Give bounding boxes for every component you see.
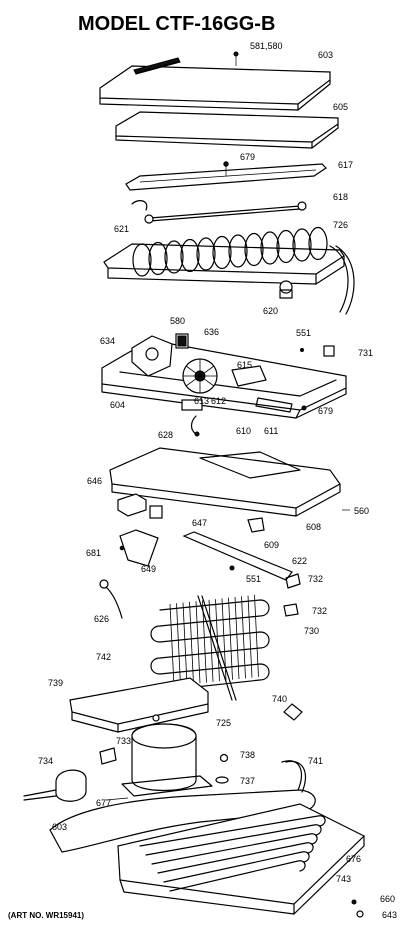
callout-737: 737 (240, 776, 255, 786)
callout-646: 646 (87, 476, 102, 486)
callout-742: 742 (96, 652, 111, 662)
callout-636: 636 (204, 327, 219, 337)
callout-739: 739 (48, 678, 63, 688)
base-coil-tube (139, 815, 326, 847)
coil-loop (228, 234, 248, 268)
callout-labels: 581,580 603 605 679 617 618 621 726 620 … (38, 41, 397, 920)
coil-loop (212, 235, 232, 270)
callout-726: 726 (333, 220, 348, 230)
condenser-fin (176, 603, 181, 686)
callout-730: 730 (304, 626, 319, 636)
coil-loop (180, 238, 200, 273)
base-coil-tube (163, 851, 310, 883)
base-coil-tube (169, 860, 306, 892)
condenser-fin (169, 603, 175, 687)
callout-740: 740 (272, 694, 287, 704)
condenser-fin (241, 596, 246, 679)
callout-608: 608 (306, 522, 321, 532)
support-rail (125, 161, 327, 191)
coil-loop (148, 241, 168, 276)
callout-679: 679 (318, 406, 333, 416)
condenser-fin (195, 601, 201, 684)
callout-621: 621 (114, 224, 129, 234)
callout-626: 626 (94, 614, 109, 624)
coil-loop (260, 231, 280, 265)
callout-679-top: 679 (240, 152, 255, 162)
callout-725: 725 (216, 718, 231, 728)
callout-617: 617 (338, 160, 353, 170)
callout-647: 647 (192, 518, 207, 528)
coil-loop (292, 228, 312, 262)
callout-620: 620 (263, 306, 278, 316)
callout-611: 611 (264, 426, 278, 436)
callout-733: 733 (116, 736, 131, 746)
condenser-fin (228, 597, 233, 680)
art-number: (ART NO. WR15941) (8, 911, 84, 920)
callout-609: 609 (264, 540, 279, 550)
callout-731: 731 (358, 348, 373, 358)
condenser-fin (254, 594, 259, 677)
callout-613: 613 (194, 396, 209, 406)
callout-649: 649 (141, 564, 156, 574)
callout-732-lower: 732 (312, 606, 327, 616)
base-coil-tube (151, 833, 318, 865)
condenser-fin (247, 595, 253, 678)
condenser-fin (202, 600, 207, 683)
callout-551-lower: 551 (246, 574, 261, 584)
coil-loop (244, 232, 264, 267)
coil-loop (132, 243, 152, 277)
base-coil-tube (157, 842, 314, 874)
callout-615: 615 (237, 360, 252, 370)
callout-677: 677 (96, 798, 111, 808)
condenser-fin (215, 599, 220, 682)
coil-loop (196, 237, 216, 271)
base-coil-tube (145, 824, 322, 856)
evaporator-pan (109, 447, 350, 533)
callout-580: 580 (170, 316, 185, 326)
callout-738: 738 (240, 750, 255, 760)
callout-581580: 581,580 (250, 41, 283, 51)
heater-rod (131, 200, 307, 224)
drain-tray (69, 677, 303, 733)
callout-741: 741 (308, 756, 323, 766)
condenser-fin (234, 596, 240, 680)
compressor (99, 714, 229, 797)
coil-loop (308, 226, 328, 261)
callout-676: 676 (346, 854, 361, 864)
callout-628: 628 (158, 430, 173, 440)
callout-622: 622 (292, 556, 307, 566)
callout-643: 643 (382, 910, 397, 920)
callout-612: 612 (211, 396, 226, 406)
callout-603-top: 603 (318, 50, 333, 60)
condenser-coil (99, 579, 299, 701)
coil-loop (276, 229, 296, 264)
coil-loop (164, 240, 184, 274)
mounting-brackets (119, 529, 301, 589)
callout-610: 610 (236, 426, 251, 436)
relay-cover (23, 769, 87, 802)
callout-743: 743 (336, 874, 351, 884)
callout-734: 734 (38, 756, 53, 766)
callout-618: 618 (333, 192, 348, 202)
model-title: MODEL CTF-16GG-B (78, 13, 275, 35)
top-cover-panel (99, 51, 331, 111)
callout-603: 603 (52, 822, 67, 832)
callout-551-upper: 551 (296, 328, 311, 338)
callout-681: 681 (86, 548, 101, 558)
callout-732-upper: 732 (308, 574, 323, 584)
condenser-fin (208, 599, 214, 682)
callout-660: 660 (380, 894, 395, 904)
callout-560: 560 (354, 506, 369, 516)
callout-605: 605 (333, 102, 348, 112)
callout-634: 634 (100, 336, 115, 346)
condenser-fin (189, 601, 194, 684)
callout-604: 604 (110, 400, 125, 410)
insulation-panel (115, 111, 339, 149)
condenser-fin (182, 602, 188, 685)
evaporator-coil (103, 226, 355, 315)
fan-housing (101, 333, 347, 437)
machine-base (49, 760, 366, 918)
